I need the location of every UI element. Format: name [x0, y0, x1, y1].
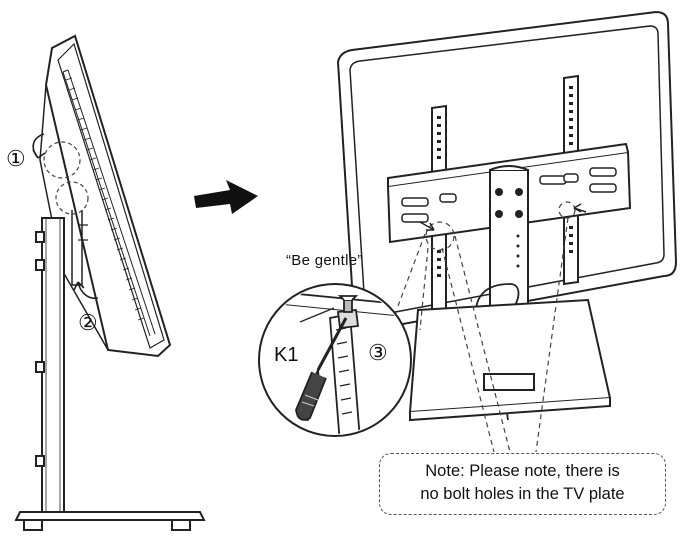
callout-arrows — [419, 203, 587, 231]
be-gentle-callout: “Be gentle” — [286, 252, 363, 269]
direction-arrow — [194, 180, 258, 214]
step-arrows — [32, 133, 99, 300]
note-line-2: no bolt holes in the TV plate — [420, 485, 625, 503]
side-view-hook-markers — [43, 141, 89, 215]
note-line-1: Note: Please note, there is — [425, 462, 620, 480]
mount-arms — [431, 74, 579, 316]
k1-part-label: K1 — [274, 344, 299, 366]
step-3-label: ③ — [368, 340, 388, 365]
step-2-label: ② — [78, 310, 98, 335]
callout-guides — [397, 201, 576, 453]
note-box: Note: Please note, there is no bolt hole… — [379, 453, 666, 515]
side-view-stand — [14, 217, 206, 531]
stand-base — [408, 298, 612, 422]
side-view-tv — [39, 34, 172, 358]
detail-magnifier — [258, 283, 412, 437]
step-1-label: ① — [6, 146, 26, 171]
